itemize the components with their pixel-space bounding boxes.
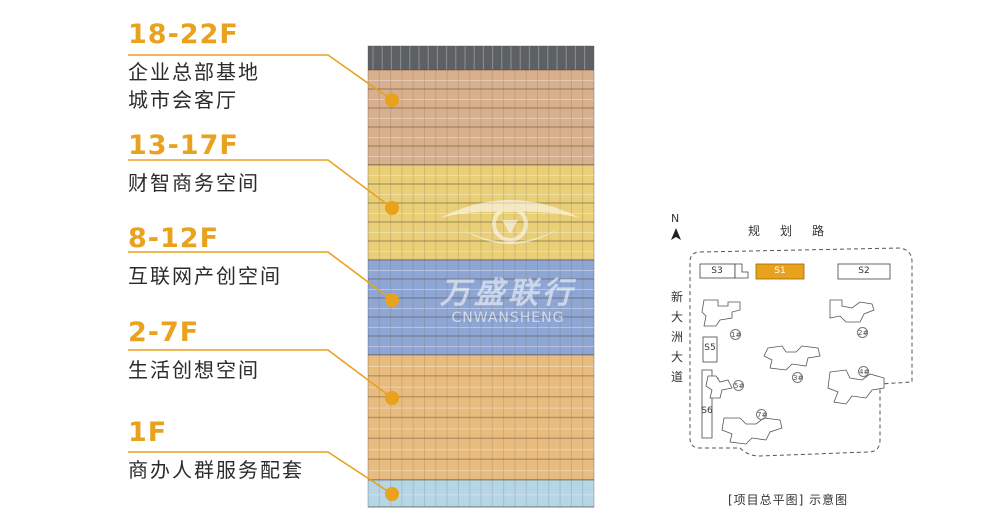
floor-desc: 企业总部基地	[128, 60, 260, 84]
building-number: 2#	[857, 327, 869, 338]
floor-desc: 互联网产创空间	[128, 264, 282, 288]
leader-dot	[385, 487, 399, 501]
north-label: N	[671, 212, 680, 225]
residential-buildings	[701, 299, 885, 445]
floor-desc: 财智商务空间	[128, 171, 260, 195]
building-number: 1#	[730, 329, 742, 340]
lot-label-s5: S5	[704, 343, 716, 353]
site-plan-caption: [项目总平图] 示意图	[728, 493, 849, 507]
leader-dot	[385, 293, 399, 307]
leader-dot	[385, 391, 399, 405]
north-arrow-icon	[671, 228, 681, 240]
floor-label-2-7f: 2-7F 生活创想空间	[128, 318, 260, 384]
lot-label-s3: S3	[711, 266, 723, 276]
floor-desc: 商办人群服务配套	[128, 458, 304, 482]
leader-line	[128, 349, 393, 399]
floor-desc: 城市会客厅	[128, 88, 238, 112]
building-number: 5#	[733, 380, 745, 391]
floor-label-8-12f: 8-12F 互联网产创空间	[128, 224, 282, 290]
building-number: 3#	[792, 372, 804, 383]
lot-label-s1: S1	[774, 266, 786, 276]
watermark-text: 万盛联行	[440, 276, 576, 311]
road-label-top: 规划路	[748, 224, 845, 238]
lot-s3-wing	[734, 263, 749, 279]
zone-8-12f	[368, 260, 594, 355]
leader-line	[128, 54, 393, 101]
lot-label-s6: S6	[701, 406, 713, 416]
leader-dot	[385, 93, 399, 107]
building-outline	[367, 45, 595, 508]
zone-2-7f	[368, 355, 594, 480]
roof-parapet	[368, 46, 594, 70]
lot-s5	[702, 336, 718, 363]
leader-line	[128, 451, 393, 495]
floor-range: 13-17F	[128, 130, 239, 161]
floor-range: 2-7F	[128, 317, 200, 348]
watermark-logo-icon	[440, 200, 580, 244]
floor-desc: 生活创想空间	[128, 358, 260, 382]
road-char: 洲	[670, 330, 683, 344]
road-char: 大	[670, 350, 683, 364]
zone-1f	[368, 480, 594, 507]
lot-label-s2: S2	[858, 266, 870, 276]
road-char: 新	[670, 290, 683, 304]
floor-label-18-22f: 18-22F 企业总部基地 城市会客厅	[128, 20, 260, 114]
site-boundary	[689, 247, 913, 457]
zone-18-22f	[368, 70, 594, 165]
leader-line	[128, 159, 393, 209]
road-label-left: 新 大 洲 大 道	[669, 287, 685, 387]
lot-s1	[755, 263, 805, 280]
leader-line	[128, 251, 393, 301]
lot-s2	[837, 263, 891, 280]
floor-range: 18-22F	[128, 19, 239, 50]
road-char: 道	[670, 370, 683, 384]
building-number: 4#	[858, 366, 870, 377]
floor-range: 8-12F	[128, 223, 220, 254]
watermark-subtext: CNWANSHENG	[451, 310, 565, 326]
floor-label-13-17f: 13-17F 财智商务空间	[128, 131, 260, 197]
leader-dot	[385, 201, 399, 215]
floor-label-1f: 1F 商办人群服务配套	[128, 418, 304, 484]
road-char: 大	[670, 310, 683, 324]
building-number: 7#	[756, 409, 768, 420]
floor-range: 1F	[128, 417, 168, 448]
